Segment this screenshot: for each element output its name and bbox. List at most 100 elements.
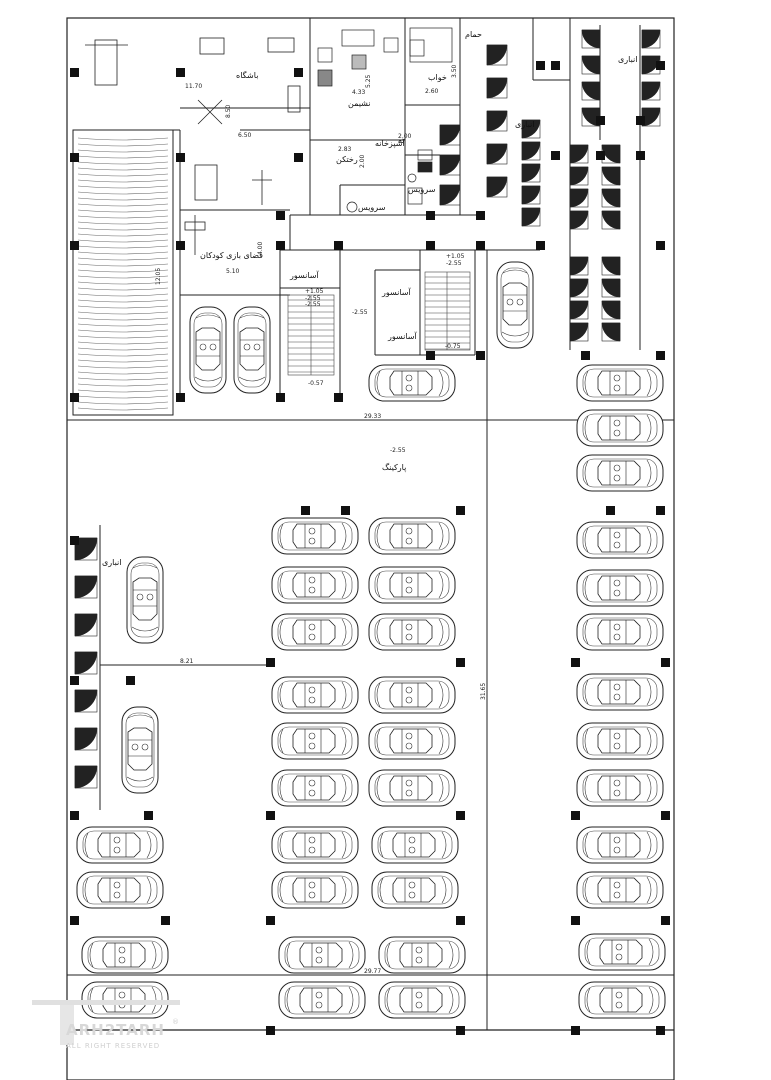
watermark-mark: ®	[172, 1018, 180, 1026]
storage-door-icon	[439, 154, 461, 176]
storage-door-icon	[74, 613, 98, 637]
storage-door-icon	[569, 210, 589, 230]
level-5: -2.55	[352, 309, 368, 316]
level-7: -2.55	[446, 260, 462, 267]
label-laundry: رختکن	[336, 155, 358, 164]
storage-door-icon	[569, 188, 589, 208]
car-icon	[368, 566, 456, 604]
car-icon	[378, 981, 466, 1019]
storage-door-icon	[74, 689, 98, 713]
dim-5: 4.33	[352, 89, 366, 96]
storage-door-icon	[521, 185, 541, 205]
label-bath: حمام	[465, 30, 482, 39]
car-icon	[576, 521, 664, 559]
car-icon	[576, 569, 664, 607]
column-marker	[161, 916, 170, 925]
car-icon	[278, 981, 366, 1019]
dim-3: 6.50	[238, 132, 252, 139]
car-icon	[371, 826, 459, 864]
column-marker	[70, 536, 79, 545]
car-icon	[576, 673, 664, 711]
column-marker	[70, 811, 79, 820]
column-marker	[551, 61, 560, 70]
watermark-rights: ALL RIGHT RESERVED	[66, 1042, 160, 1050]
car-icon	[271, 769, 359, 807]
column-marker	[426, 351, 435, 360]
column-marker	[476, 241, 485, 250]
column-marker	[426, 211, 435, 220]
column-marker	[456, 811, 465, 820]
dim-12: 5.10	[226, 268, 240, 275]
storage-door-icon	[601, 188, 621, 208]
stair-left	[287, 294, 335, 376]
label-parking: پارکینگ	[382, 462, 406, 472]
column-marker	[176, 68, 185, 77]
storage-door-icon	[486, 176, 508, 198]
car-icon	[81, 936, 169, 974]
storage-door-icon	[74, 727, 98, 751]
dim-1: 11.70	[185, 83, 202, 90]
storage-door-icon	[569, 144, 589, 164]
column-marker	[126, 676, 135, 685]
storage-door-icon	[601, 256, 621, 276]
car-icon	[576, 871, 664, 909]
storage-door-icon	[601, 210, 621, 230]
car-icon	[271, 871, 359, 909]
label-storage-1: انباری	[515, 120, 534, 129]
car-icon	[576, 722, 664, 760]
column-marker	[266, 811, 275, 820]
car-icon	[271, 676, 359, 714]
storage-door-icon	[601, 278, 621, 298]
column-marker	[571, 916, 580, 925]
label-wc-2: سرویس	[358, 203, 386, 212]
dim-4: 5.25	[365, 74, 372, 88]
column-marker	[334, 393, 343, 402]
car-icon	[278, 936, 366, 974]
column-marker	[656, 61, 665, 70]
car-icon	[126, 556, 164, 644]
column-marker	[656, 506, 665, 515]
column-marker	[294, 68, 303, 77]
label-storage-2: انباری	[618, 55, 637, 64]
column-marker	[456, 916, 465, 925]
column-marker	[70, 916, 79, 925]
storage-door-icon	[581, 29, 601, 49]
level-6: +1.05	[446, 253, 465, 260]
watermark: ARH2TARH ® ALL RIGHT RESERVED	[32, 1000, 180, 1050]
car-icon	[271, 566, 359, 604]
label-storage-3: انباری	[102, 558, 121, 567]
ramp	[72, 129, 174, 416]
car-icon	[371, 871, 459, 909]
label-kitchen: آشپزخانه	[375, 138, 405, 148]
storage-door-icon	[486, 143, 508, 165]
dim-2: 8.50	[225, 104, 232, 118]
car-icon	[368, 364, 456, 402]
label-bedroom: خواب	[428, 73, 447, 82]
column-marker	[70, 676, 79, 685]
structural-columns	[70, 61, 670, 1035]
dim-7: 3.50	[451, 64, 458, 78]
column-marker	[456, 1026, 465, 1035]
level-8: -0.75	[445, 343, 461, 350]
dim-10: 2.00	[359, 154, 366, 168]
storage-door-icon	[581, 81, 601, 101]
column-marker	[636, 151, 645, 160]
column-marker	[656, 1026, 665, 1035]
label-kitchen-prefix: به	[398, 136, 405, 145]
car-icon	[578, 981, 666, 1019]
storage-door-icon	[486, 77, 508, 99]
label-living: نشیمن	[348, 99, 371, 108]
label-elevator-2: آسانسور	[381, 287, 412, 297]
storage-door-icon	[569, 256, 589, 276]
gym-equipment	[85, 37, 301, 255]
column-marker	[70, 241, 79, 250]
column-marker	[266, 916, 275, 925]
storage-door-icon	[601, 322, 621, 342]
car-icon	[271, 826, 359, 864]
car-icon	[576, 826, 664, 864]
column-marker	[656, 241, 665, 250]
column-marker	[571, 811, 580, 820]
car-icon	[378, 936, 466, 974]
car-icon	[189, 306, 227, 394]
column-marker	[70, 393, 79, 402]
